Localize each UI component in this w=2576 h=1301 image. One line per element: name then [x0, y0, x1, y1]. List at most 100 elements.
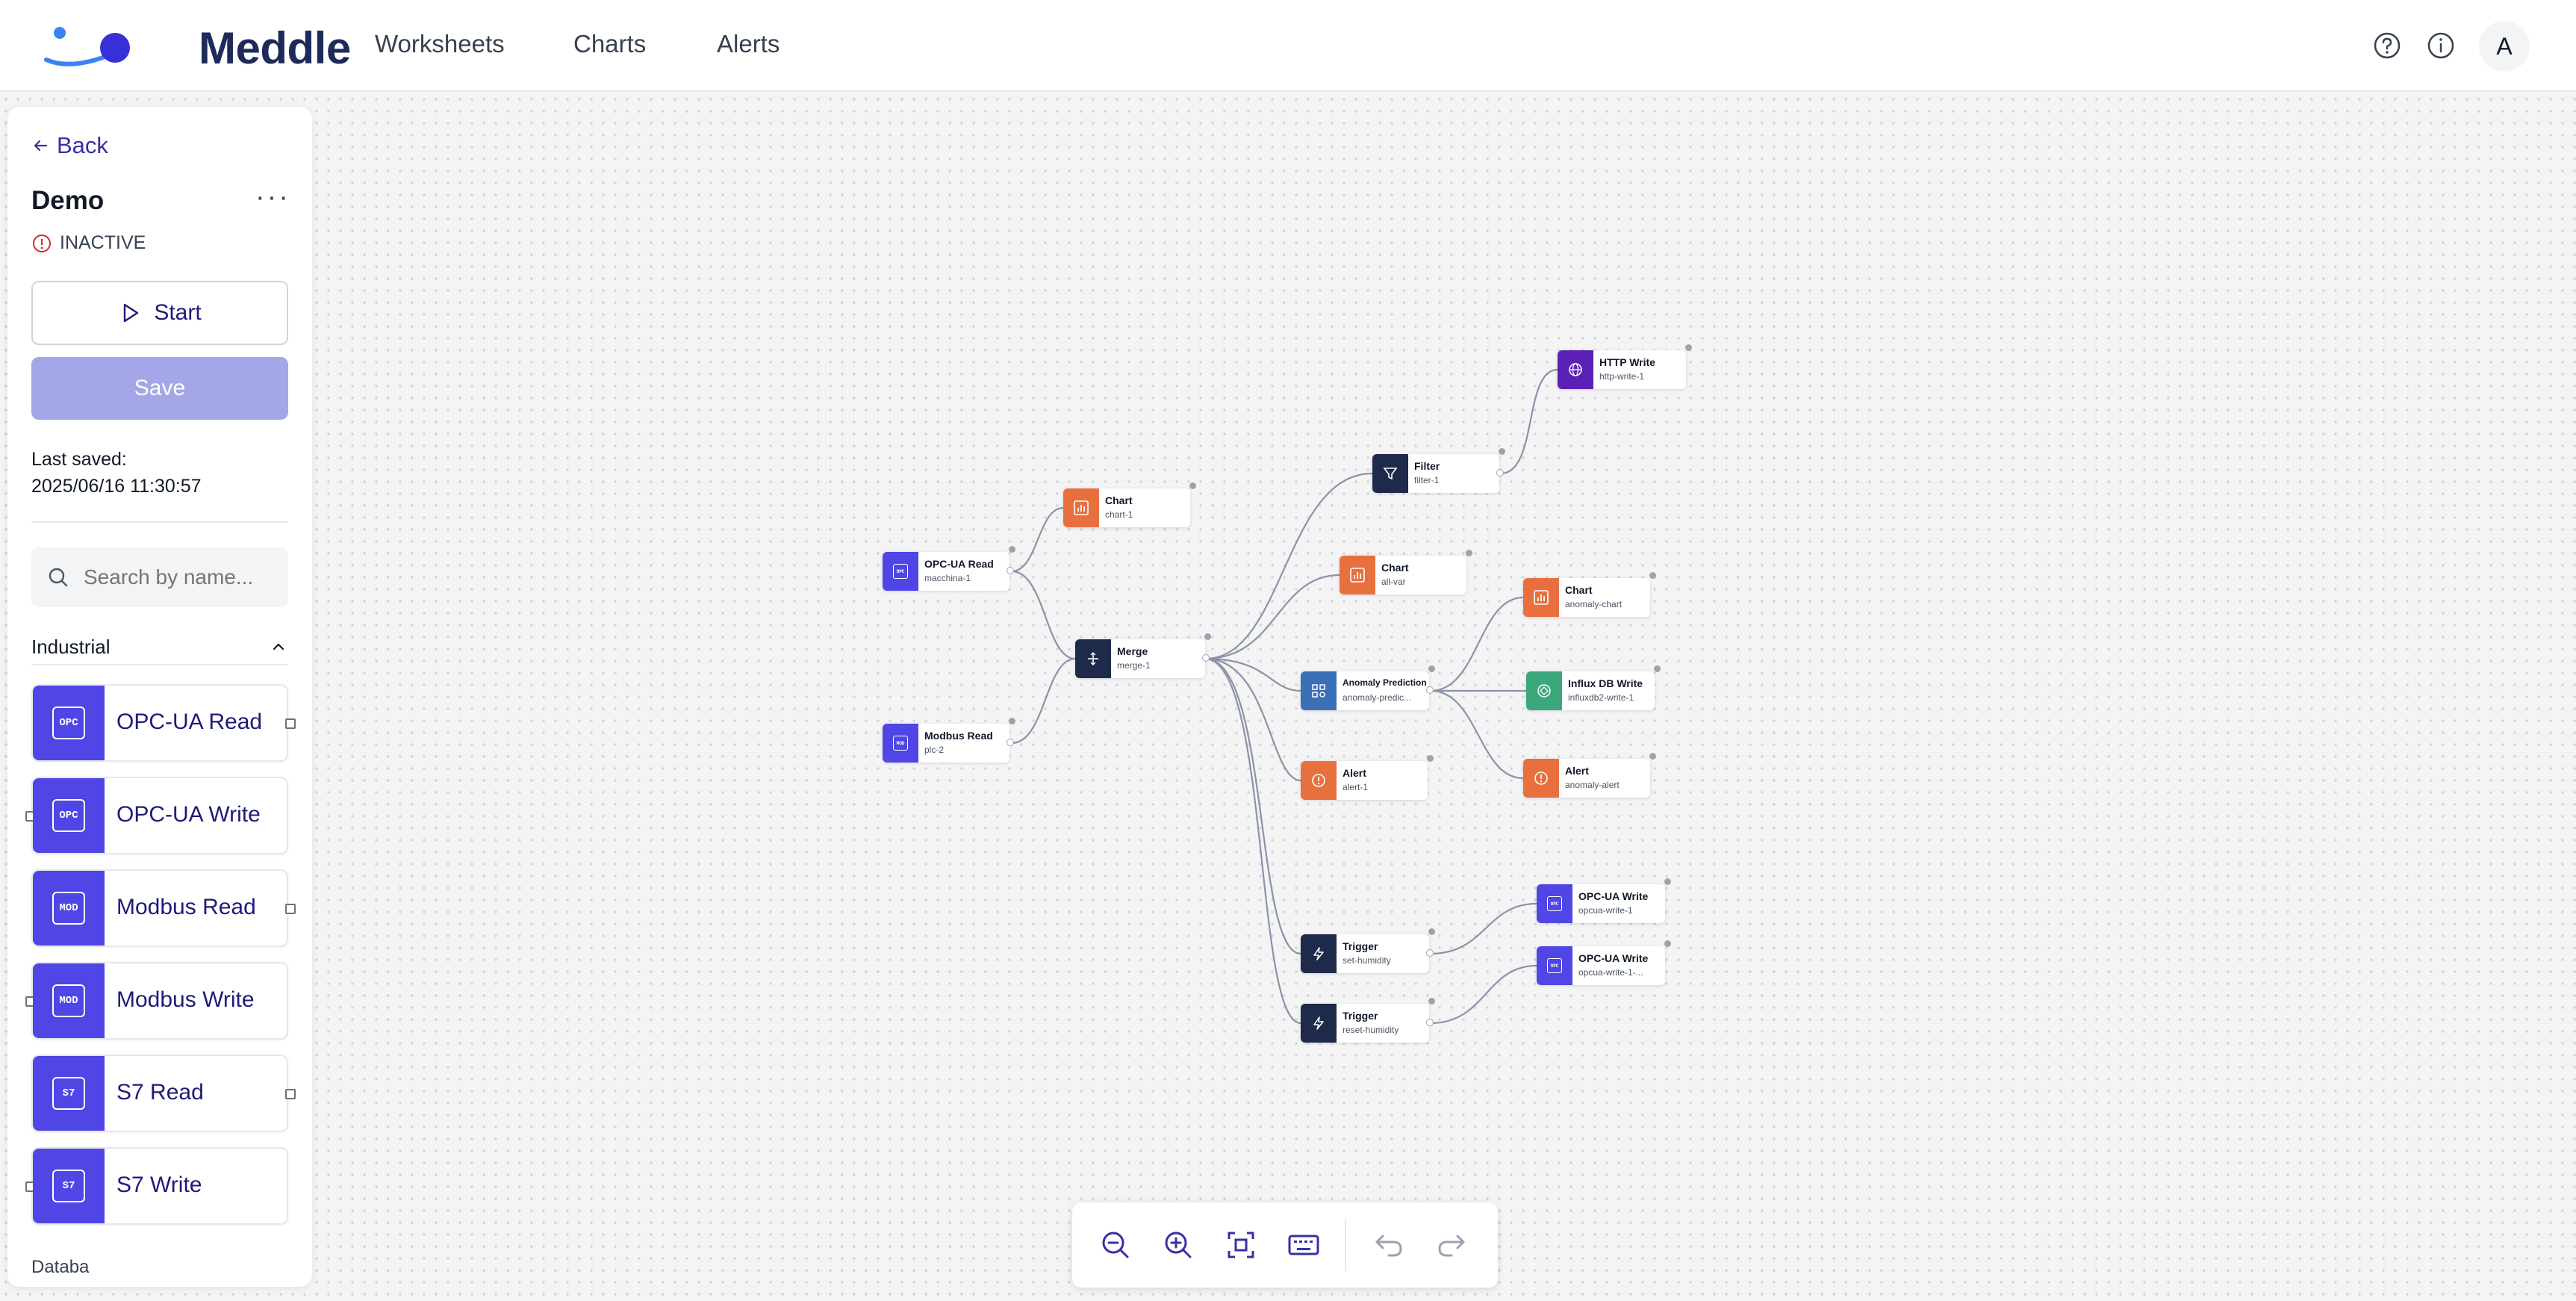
- node-modbus-read[interactable]: MOD Modbus Read plc-2: [883, 718, 1015, 763]
- back-link[interactable]: Back: [31, 132, 108, 159]
- node-output-port[interactable]: [1202, 654, 1210, 662]
- redo-button[interactable]: [1434, 1227, 1469, 1263]
- palette-label: Modbus Read: [116, 895, 256, 919]
- zoom-in-button[interactable]: [1160, 1227, 1196, 1263]
- nav-worksheets[interactable]: Worksheets: [375, 30, 505, 58]
- last-saved: Last saved: 2025/06/16 11:30:57: [31, 446, 202, 500]
- node-title: Anomaly Prediction: [1343, 677, 1427, 688]
- node-influx-write[interactable]: Influx DB Write influxdb2-write-1: [1526, 665, 1661, 710]
- node-anomaly-prediction[interactable]: Anomaly Prediction anomaly-predic...: [1301, 665, 1435, 710]
- node-status-dot: [1428, 998, 1435, 1005]
- node-trigger-reset[interactable]: Trigger reset-humidity: [1301, 998, 1435, 1043]
- palette-s7-write[interactable]: S7 S7 Write: [25, 1147, 288, 1225]
- node-opcua-read[interactable]: OPC OPC-UA Read macchina-1: [883, 546, 1015, 591]
- node-subtitle: plc-2: [924, 745, 945, 755]
- play-icon: [124, 303, 139, 323]
- node-output-port[interactable]: [1426, 686, 1434, 694]
- node-filter[interactable]: Filter filter-1: [1372, 448, 1505, 493]
- node-status-dot: [1204, 633, 1211, 640]
- fit-view-button[interactable]: [1223, 1227, 1259, 1263]
- node-output-port[interactable]: [1426, 949, 1434, 957]
- section-databases-partial[interactable]: Databa: [31, 1257, 90, 1277]
- node-title: OPC-UA Read: [924, 558, 994, 570]
- app-logo[interactable]: Meddle: [40, 21, 351, 73]
- node-search[interactable]: [31, 547, 288, 607]
- app-title: Meddle: [199, 23, 351, 73]
- chevron-up-icon: [273, 643, 284, 650]
- lightning-icon: [1313, 1016, 1324, 1030]
- node-output-port[interactable]: [1426, 1019, 1434, 1026]
- sidebar-divider: [31, 521, 288, 523]
- palette-opcua-read[interactable]: OPC OPC-UA Read: [31, 684, 296, 762]
- s7-badge-icon: S7: [52, 1170, 85, 1202]
- lightning-icon: [1313, 947, 1324, 960]
- node-subtitle: opcua-write-1: [1578, 905, 1633, 916]
- node-subtitle: influxdb2-write-1: [1568, 692, 1634, 703]
- start-button[interactable]: Start: [31, 281, 288, 345]
- node-chart-1[interactable]: Chart chart-1: [1063, 482, 1196, 527]
- node-merge[interactable]: Merge merge-1: [1075, 633, 1211, 678]
- mod-badge-icon: MOD: [52, 892, 85, 925]
- node-subtitle: chart-1: [1105, 509, 1133, 520]
- user-avatar[interactable]: A: [2479, 21, 2530, 72]
- node-subtitle: anomaly-chart: [1565, 599, 1623, 609]
- undo-button[interactable]: [1371, 1227, 1407, 1263]
- undo-icon: [1375, 1235, 1402, 1257]
- flow-canvas[interactable]: [0, 93, 2576, 1301]
- node-subtitle: filter-1: [1414, 475, 1440, 485]
- node-alert-1[interactable]: Alert alert-1: [1301, 755, 1434, 800]
- node-status-dot: [1499, 448, 1505, 455]
- output-port[interactable]: [285, 718, 296, 729]
- s7-badge-icon: S7: [52, 1077, 85, 1110]
- node-status-dot: [1009, 546, 1015, 553]
- alert-icon: [1312, 774, 1325, 787]
- node-subtitle: opcua-write-1-...: [1578, 967, 1643, 978]
- keyboard-shortcuts-button[interactable]: [1286, 1227, 1322, 1263]
- node-trigger-set[interactable]: Trigger set-humidity: [1301, 928, 1435, 973]
- filter-icon: [1383, 468, 1398, 480]
- arrow-left-icon: [34, 140, 48, 152]
- node-status-dot: [1428, 665, 1435, 672]
- opc-badge-icon: OPC: [1547, 958, 1562, 973]
- output-port[interactable]: [285, 904, 296, 914]
- node-subtitle: macchina-1: [924, 573, 971, 583]
- help-icon[interactable]: [2370, 28, 2404, 63]
- node-opcua-write-1[interactable]: OPC OPC-UA Write opcua-write-1: [1537, 878, 1671, 923]
- palette-modbus-read[interactable]: MOD Modbus Read: [31, 869, 296, 947]
- node-subtitle: anomaly-alert: [1565, 780, 1620, 790]
- node-subtitle: merge-1: [1117, 660, 1151, 671]
- node-output-port[interactable]: [1007, 567, 1014, 574]
- fit-view-icon: [1228, 1232, 1254, 1258]
- zoom-in-icon: [1165, 1232, 1192, 1258]
- palette-s7-read[interactable]: S7 S7 Read: [31, 1055, 296, 1132]
- node-output-port[interactable]: [1007, 739, 1014, 746]
- node-title: Trigger: [1343, 940, 1378, 952]
- node-chart-anomaly[interactable]: Chart anomaly-chart: [1523, 572, 1656, 617]
- anomaly-icon: [1312, 684, 1325, 698]
- node-opcua-write-2[interactable]: OPC OPC-UA Write opcua-write-1-...: [1537, 940, 1671, 985]
- section-industrial[interactable]: Industrial: [31, 630, 288, 665]
- palette-modbus-write[interactable]: MOD Modbus Write: [25, 962, 288, 1040]
- nav-charts[interactable]: Charts: [573, 30, 647, 58]
- node-output-port[interactable]: [1496, 469, 1504, 476]
- node-http-write[interactable]: HTTP Write http-write-1: [1558, 344, 1692, 389]
- node-status-dot: [1664, 878, 1671, 885]
- node-status-dot: [1685, 344, 1692, 351]
- node-title: Chart: [1381, 562, 1409, 574]
- palette-opcua-write[interactable]: OPC OPC-UA Write: [25, 777, 288, 854]
- opc-badge-icon: OPC: [52, 799, 85, 832]
- more-options-button[interactable]: ···: [255, 181, 290, 213]
- save-button[interactable]: Save: [31, 357, 288, 420]
- node-title: Filter: [1414, 460, 1440, 472]
- output-port[interactable]: [285, 1089, 296, 1099]
- nav-alerts[interactable]: Alerts: [717, 30, 780, 58]
- info-icon[interactable]: [2424, 28, 2458, 63]
- zoom-out-button[interactable]: [1098, 1227, 1133, 1263]
- mod-badge-icon: MOD: [52, 984, 85, 1017]
- node-alert-anomaly[interactable]: Alert anomaly-alert: [1523, 753, 1656, 798]
- node-subtitle: all-var: [1381, 577, 1406, 587]
- palette-label: S7 Read: [116, 1080, 204, 1105]
- search-input[interactable]: [84, 565, 278, 589]
- node-chart-all[interactable]: Chart all-var: [1340, 550, 1472, 594]
- alert-icon: [1534, 771, 1548, 785]
